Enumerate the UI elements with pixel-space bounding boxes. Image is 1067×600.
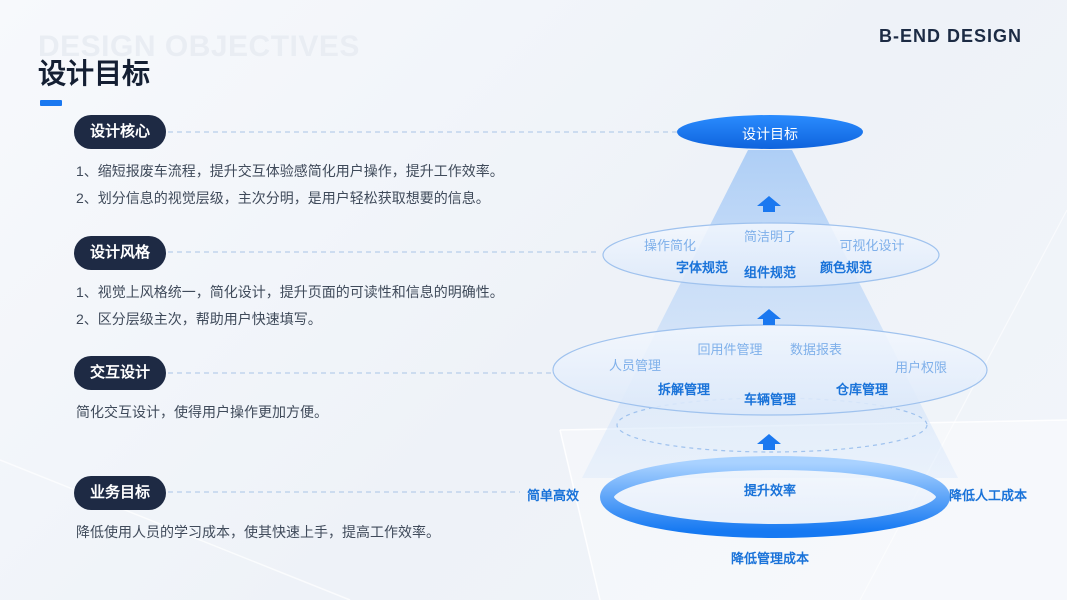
section-desc-business: 降低使用人员的学习成本，使其快速上手，提高工作效率。 xyxy=(76,519,440,546)
layer1-label: 字体规范 xyxy=(676,257,728,276)
base-center-label: 提升效率 xyxy=(744,480,796,499)
layer1-label: 颜色规范 xyxy=(820,257,872,276)
layer1-label: 组件规范 xyxy=(744,262,796,281)
layer2-label: 人员管理 xyxy=(609,355,661,374)
desc-line: 1、视觉上风格统一，简化设计，提升页面的可读性和信息的明确性。 xyxy=(76,279,504,306)
section-tag-interaction: 交互设计 xyxy=(74,356,166,390)
layer2-label: 用户权限 xyxy=(895,357,947,376)
layer1-label: 操作简化 xyxy=(644,235,696,254)
section-tag-design-style: 设计风格 xyxy=(74,236,166,270)
layer2-label: 仓库管理 xyxy=(836,379,888,398)
base-left-label: 简单高效 xyxy=(527,485,579,504)
desc-line: 降低使用人员的学习成本，使其快速上手，提高工作效率。 xyxy=(76,519,440,546)
layer2-label: 车辆管理 xyxy=(744,389,796,408)
section-desc-design-core: 1、缩短报废车流程，提升交互体验感简化用户操作，提升工作效率。 2、划分信息的视… xyxy=(76,158,504,212)
section-desc-design-style: 1、视觉上风格统一，简化设计，提升页面的可读性和信息的明确性。 2、区分层级主次… xyxy=(76,279,504,333)
layer1-label: 可视化设计 xyxy=(839,235,904,254)
layer1-label: 简洁明了 xyxy=(744,226,796,245)
layer2-label: 数据报表 xyxy=(790,339,842,358)
layer2-label: 回用件管理 xyxy=(697,339,762,358)
section-tag-business: 业务目标 xyxy=(74,476,166,510)
desc-line: 2、划分信息的视觉层级，主次分明，是用户轻松获取想要的信息。 xyxy=(76,185,504,212)
desc-line: 2、区分层级主次，帮助用户快速填写。 xyxy=(76,306,504,333)
base-right-label: 降低人工成本 xyxy=(949,485,1027,504)
section-tag-design-core: 设计核心 xyxy=(74,115,166,149)
base-bottom-label: 降低管理成本 xyxy=(731,548,809,567)
layer2-label: 拆解管理 xyxy=(658,379,710,398)
desc-line: 简化交互设计，使得用户操作更加方便。 xyxy=(76,399,328,426)
desc-line: 1、缩短报废车流程，提升交互体验感简化用户操作，提升工作效率。 xyxy=(76,158,504,185)
top-goal-label: 设计目标 xyxy=(742,124,798,144)
section-desc-interaction: 简化交互设计，使得用户操作更加方便。 xyxy=(76,399,328,426)
